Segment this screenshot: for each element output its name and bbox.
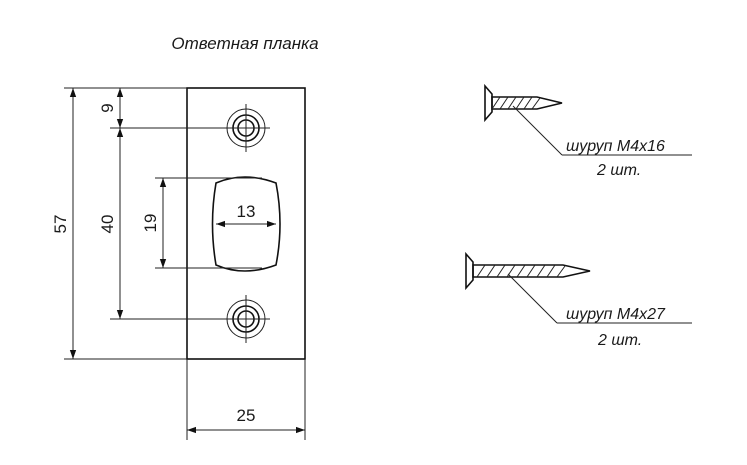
screw-m4x27-drawing — [465, 251, 692, 324]
dimension-40: 40 — [98, 128, 124, 319]
dimension-19-label: 19 — [141, 214, 160, 233]
dimension-9-label: 9 — [98, 103, 117, 112]
latch-slot — [211, 176, 281, 272]
dimension-13-label: 13 — [237, 202, 256, 221]
screw-m4x16-drawing — [484, 83, 692, 156]
dimension-25-label: 25 — [237, 406, 256, 425]
bottom-screw-hole — [222, 295, 270, 343]
drawing-title: Ответная планка — [171, 34, 318, 53]
screw-m4x16-qty: 2 шт. — [596, 162, 641, 179]
dimension-40-label: 40 — [98, 215, 117, 234]
dimension-57-label: 57 — [51, 215, 70, 234]
extension-lines — [64, 87, 306, 440]
dimension-25: 25 — [187, 406, 305, 434]
screw-m4x27-name: шуруп М4х27 — [566, 306, 666, 323]
dimension-57: 57 — [51, 88, 77, 359]
dimension-13: 13 — [216, 202, 276, 228]
screw-m4x16-name: шуруп М4х16 — [566, 138, 665, 155]
screw-m4x27-qty: 2 шт. — [597, 332, 642, 349]
dimension-9: 9 — [98, 88, 124, 128]
dimension-19: 19 — [141, 178, 167, 268]
strike-plate-outline — [186, 87, 306, 360]
